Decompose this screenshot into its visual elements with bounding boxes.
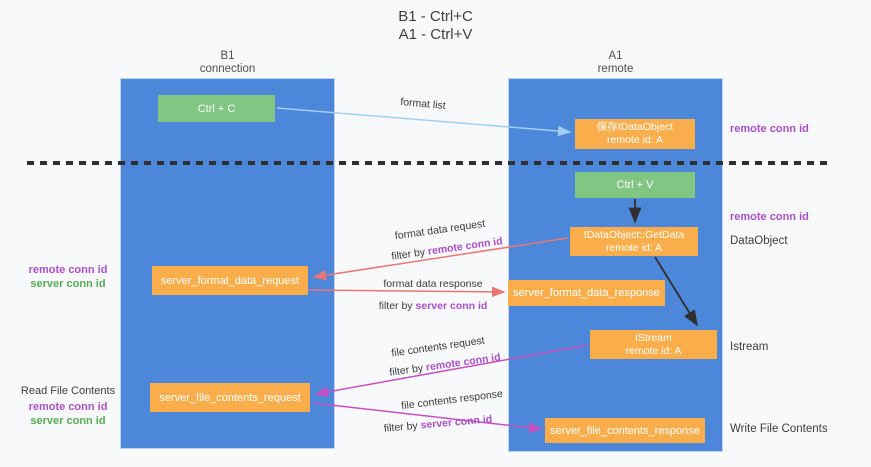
lane-a1-subtitle: remote: [597, 63, 634, 75]
lane-b1-name: B1: [220, 50, 235, 62]
title-line-2: A1 - Ctrl+V: [398, 26, 473, 43]
lane-b1-subtitle: connection: [199, 63, 256, 75]
server-format-data-response-box: server_format_data_response: [508, 280, 665, 306]
server-file-contents-request-label: server_file_contents_request: [159, 391, 301, 404]
istream-label: Istream: [730, 341, 769, 353]
label-file-contents-response: file contents response: [400, 387, 504, 413]
server-conn-id-label: server conn id: [30, 415, 106, 427]
remote-conn-id-label-mid: remote conn id: [730, 211, 809, 223]
filter-server-conn-id: server conn id: [415, 300, 488, 312]
filter-prefix: filter by: [378, 300, 413, 312]
diagram-title: B1 - Ctrl+C A1 - Ctrl+V: [0, 8, 871, 44]
idataobject-getdata-box: IDataObject::GetData remote id: A: [570, 227, 698, 256]
remote-conn-id-label: remote conn id: [28, 401, 108, 413]
left-conn-id-group-bottom: remote conn id server conn id: [18, 400, 118, 428]
istream-box: IStream remote id: A: [590, 330, 717, 359]
arrow-format-data-response: [308, 286, 506, 298]
ctrl-v-label: Ctrl + V: [616, 179, 654, 191]
save-dataobject-line2: remote id: A: [606, 134, 664, 146]
label-format-data-response: format data response: [383, 278, 483, 290]
getdata-line2: remote id: A: [605, 241, 663, 254]
label-format-list: format list: [399, 96, 447, 112]
ctrl-c-label: Ctrl + C: [197, 102, 236, 115]
filter-prefix: filter by: [388, 362, 424, 379]
read-file-contents-label: Read File Contents: [20, 385, 116, 397]
filter-server-conn-id: server conn id: [420, 413, 493, 432]
save-dataobject-box: 保存IDataObject remote id: A: [575, 119, 695, 149]
server-file-contents-response-label: server_file_contents_response: [550, 424, 700, 437]
istream-line1: IStream: [635, 331, 672, 344]
ctrl-c-box: Ctrl + C: [158, 95, 275, 122]
lane-header-b1: B1 connection: [120, 50, 335, 76]
lane-header-a1: A1 remote: [508, 50, 723, 76]
ctrl-v-box: Ctrl + V: [575, 172, 695, 198]
save-dataobject-line1: 保存IDataObject: [596, 121, 674, 133]
dataobject-label: DataObject: [730, 235, 788, 247]
server-conn-id-label: server conn id: [30, 278, 106, 290]
filter-prefix: filter by: [383, 419, 419, 435]
server-file-contents-response-box: server_file_contents_response: [545, 418, 705, 443]
getdata-line1: IDataObject::GetData: [583, 228, 685, 241]
filter-remote-conn-id: remote conn id: [425, 351, 502, 374]
left-conn-id-group-top: remote conn id server conn id: [18, 263, 118, 291]
istream-line2: remote id: A: [625, 344, 682, 357]
server-format-data-request-box: server_format_data_request: [152, 266, 308, 295]
filter-prefix: filter by: [390, 246, 426, 263]
filter-remote-conn-id: remote conn id: [427, 235, 504, 258]
remote-conn-id-label: remote conn id: [28, 264, 108, 276]
server-file-contents-request-box: server_file_contents_request: [150, 383, 310, 412]
lane-a1-name: A1: [608, 50, 623, 62]
title-line-1: B1 - Ctrl+C: [398, 8, 473, 25]
write-file-contents-label: Write File Contents: [730, 423, 828, 435]
server-format-data-request-label: server_format_data_request: [160, 274, 300, 287]
server-format-data-response-label: server_format_data_response: [513, 287, 660, 299]
remote-conn-id-label-top: remote conn id: [730, 123, 809, 135]
